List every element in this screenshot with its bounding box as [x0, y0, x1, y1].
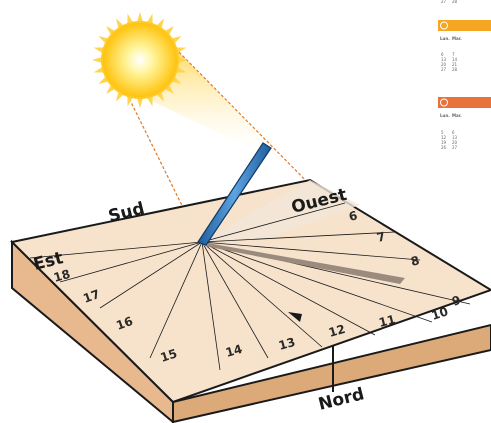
hour-label: 6: [347, 208, 358, 224]
sun-ray: [175, 47, 187, 54]
weekday-label: Lun.: [440, 36, 450, 41]
dial-top: [9, 178, 491, 404]
weekday-label: Mar.: [452, 36, 462, 41]
calendar-cell: 5: [441, 130, 444, 135]
north-arrow: [288, 312, 302, 322]
calendar-cell: 19: [441, 140, 447, 145]
calendar-cell: 27: [441, 67, 447, 72]
hour-label: 14: [224, 342, 244, 360]
sun-ray: [175, 66, 187, 73]
gnomon: [197, 142, 272, 246]
sun-ray: [92, 57, 103, 63]
hour-line: [201, 241, 421, 261]
calendar-cell: 6: [441, 52, 444, 57]
sun-ray: [146, 13, 153, 25]
hour-label: 11: [377, 312, 397, 330]
calendar-cell: 26: [441, 145, 447, 150]
calendar-cell: 6: [452, 130, 455, 135]
sun-ray: [127, 13, 134, 25]
hour-label: 10: [430, 304, 450, 322]
hour-line: [201, 241, 376, 336]
hour-line: [149, 241, 203, 359]
sun-ray: [177, 57, 188, 63]
hour-line: [201, 241, 323, 348]
sun-icon: [92, 12, 188, 108]
calendar-cell: 20: [441, 62, 447, 67]
hour-labels: 18 17 16 15 14 13 12 11 10 9 8 7 6: [52, 208, 463, 365]
calendar-cell: 12: [441, 135, 447, 140]
calendar-header-1: [438, 20, 491, 31]
sun-icon: [440, 98, 448, 107]
hour-label: 17: [81, 287, 101, 306]
hour-line: [99, 241, 203, 309]
sun-ray: [93, 66, 105, 73]
calendar-cell: 13: [452, 135, 458, 140]
hour-line: [201, 231, 396, 243]
calendar-cell: 28: [452, 67, 458, 72]
sun-ray: [93, 47, 105, 54]
hour-label: 15: [159, 346, 179, 364]
dial-top-back-plate: [200, 180, 360, 242]
hour-line: [201, 241, 269, 359]
hour-label: 8: [409, 253, 420, 269]
hour-label: 18: [52, 267, 72, 285]
weekday-label: Mar.: [452, 113, 462, 118]
hour-line: [201, 202, 346, 243]
sun-ray: [137, 97, 143, 108]
weekday-label: Lun.: [440, 113, 450, 118]
sun-ray: [137, 12, 143, 23]
calendar-cell: 28: [452, 0, 458, 4]
calendar-cell: 27: [452, 145, 458, 150]
hour-line: [201, 241, 433, 323]
hour-label: 12: [327, 322, 347, 340]
sun-ray: [127, 95, 134, 107]
hour-line: [29, 241, 203, 259]
calendar-cell: 27: [441, 0, 447, 4]
hour-label: 7: [375, 229, 386, 245]
hour-label: 16: [114, 314, 134, 333]
calendar-cell: 13: [441, 57, 447, 62]
sun-ray: [146, 95, 153, 107]
calendar-cell: 14: [452, 57, 458, 62]
gnomon-shadow: [202, 242, 405, 284]
hour-label: 13: [277, 335, 297, 353]
hour-line: [201, 241, 221, 371]
calendar-cell: 21: [452, 62, 458, 67]
calendar-fragment: 27 28 Lun. Mar. 6 7 13 14 20 21 27 28 Lun. Mar.…: [438, 0, 491, 150]
sun-icon: [440, 21, 448, 30]
calendar-cell: 7: [452, 52, 455, 57]
hour-line: [59, 241, 203, 283]
calendar-header-2: [438, 97, 491, 108]
calendar-cell: 20: [452, 140, 458, 145]
